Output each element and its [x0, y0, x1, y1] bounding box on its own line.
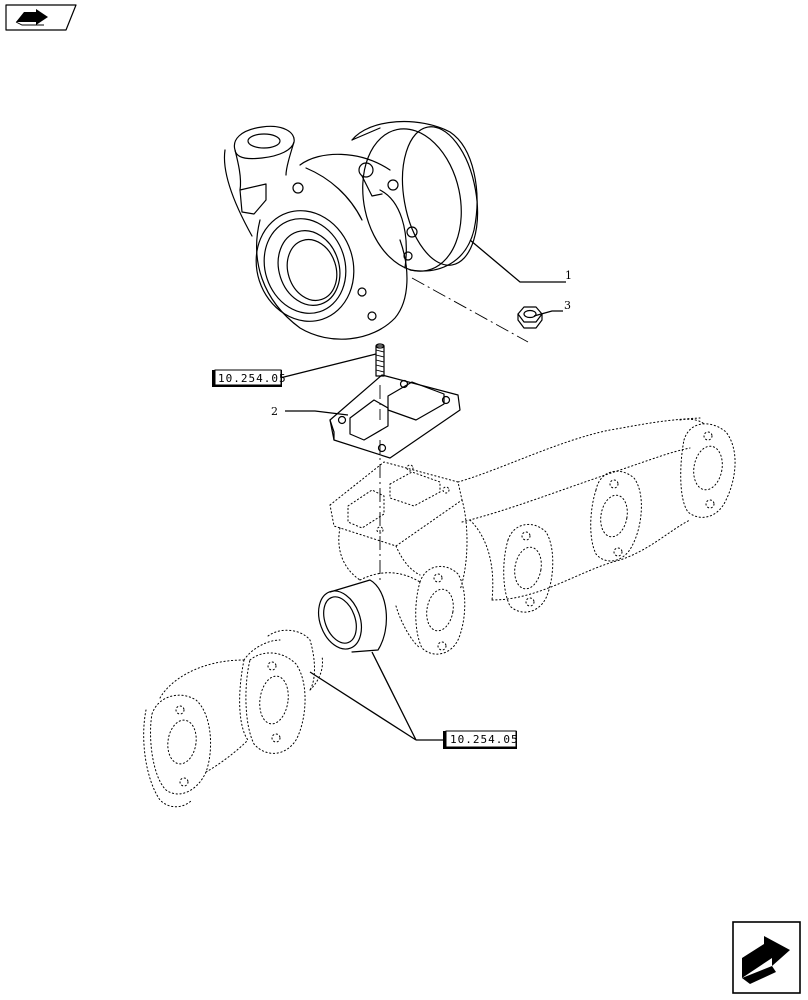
reference-box-lower[interactable]	[445, 730, 517, 748]
reference-link-upper[interactable]: 10.254.05	[218, 372, 287, 385]
stud-part	[375, 343, 385, 377]
reference-link-lower[interactable]: 10.254.05	[450, 733, 519, 746]
callout-3: 3	[564, 299, 571, 312]
gasket-part	[329, 374, 461, 459]
callout-1: 1	[565, 269, 572, 282]
sleeve-part	[317, 579, 388, 653]
exhaust-manifold	[329, 417, 736, 655]
nut-part	[517, 306, 543, 329]
callout-2: 2	[271, 405, 278, 418]
next-page-arrow-icon[interactable]	[732, 921, 801, 994]
lower-manifold	[143, 629, 323, 808]
turbocharger	[223, 120, 479, 340]
book-arrow-icon[interactable]	[5, 4, 77, 31]
reference-box-upper[interactable]	[214, 369, 282, 386]
